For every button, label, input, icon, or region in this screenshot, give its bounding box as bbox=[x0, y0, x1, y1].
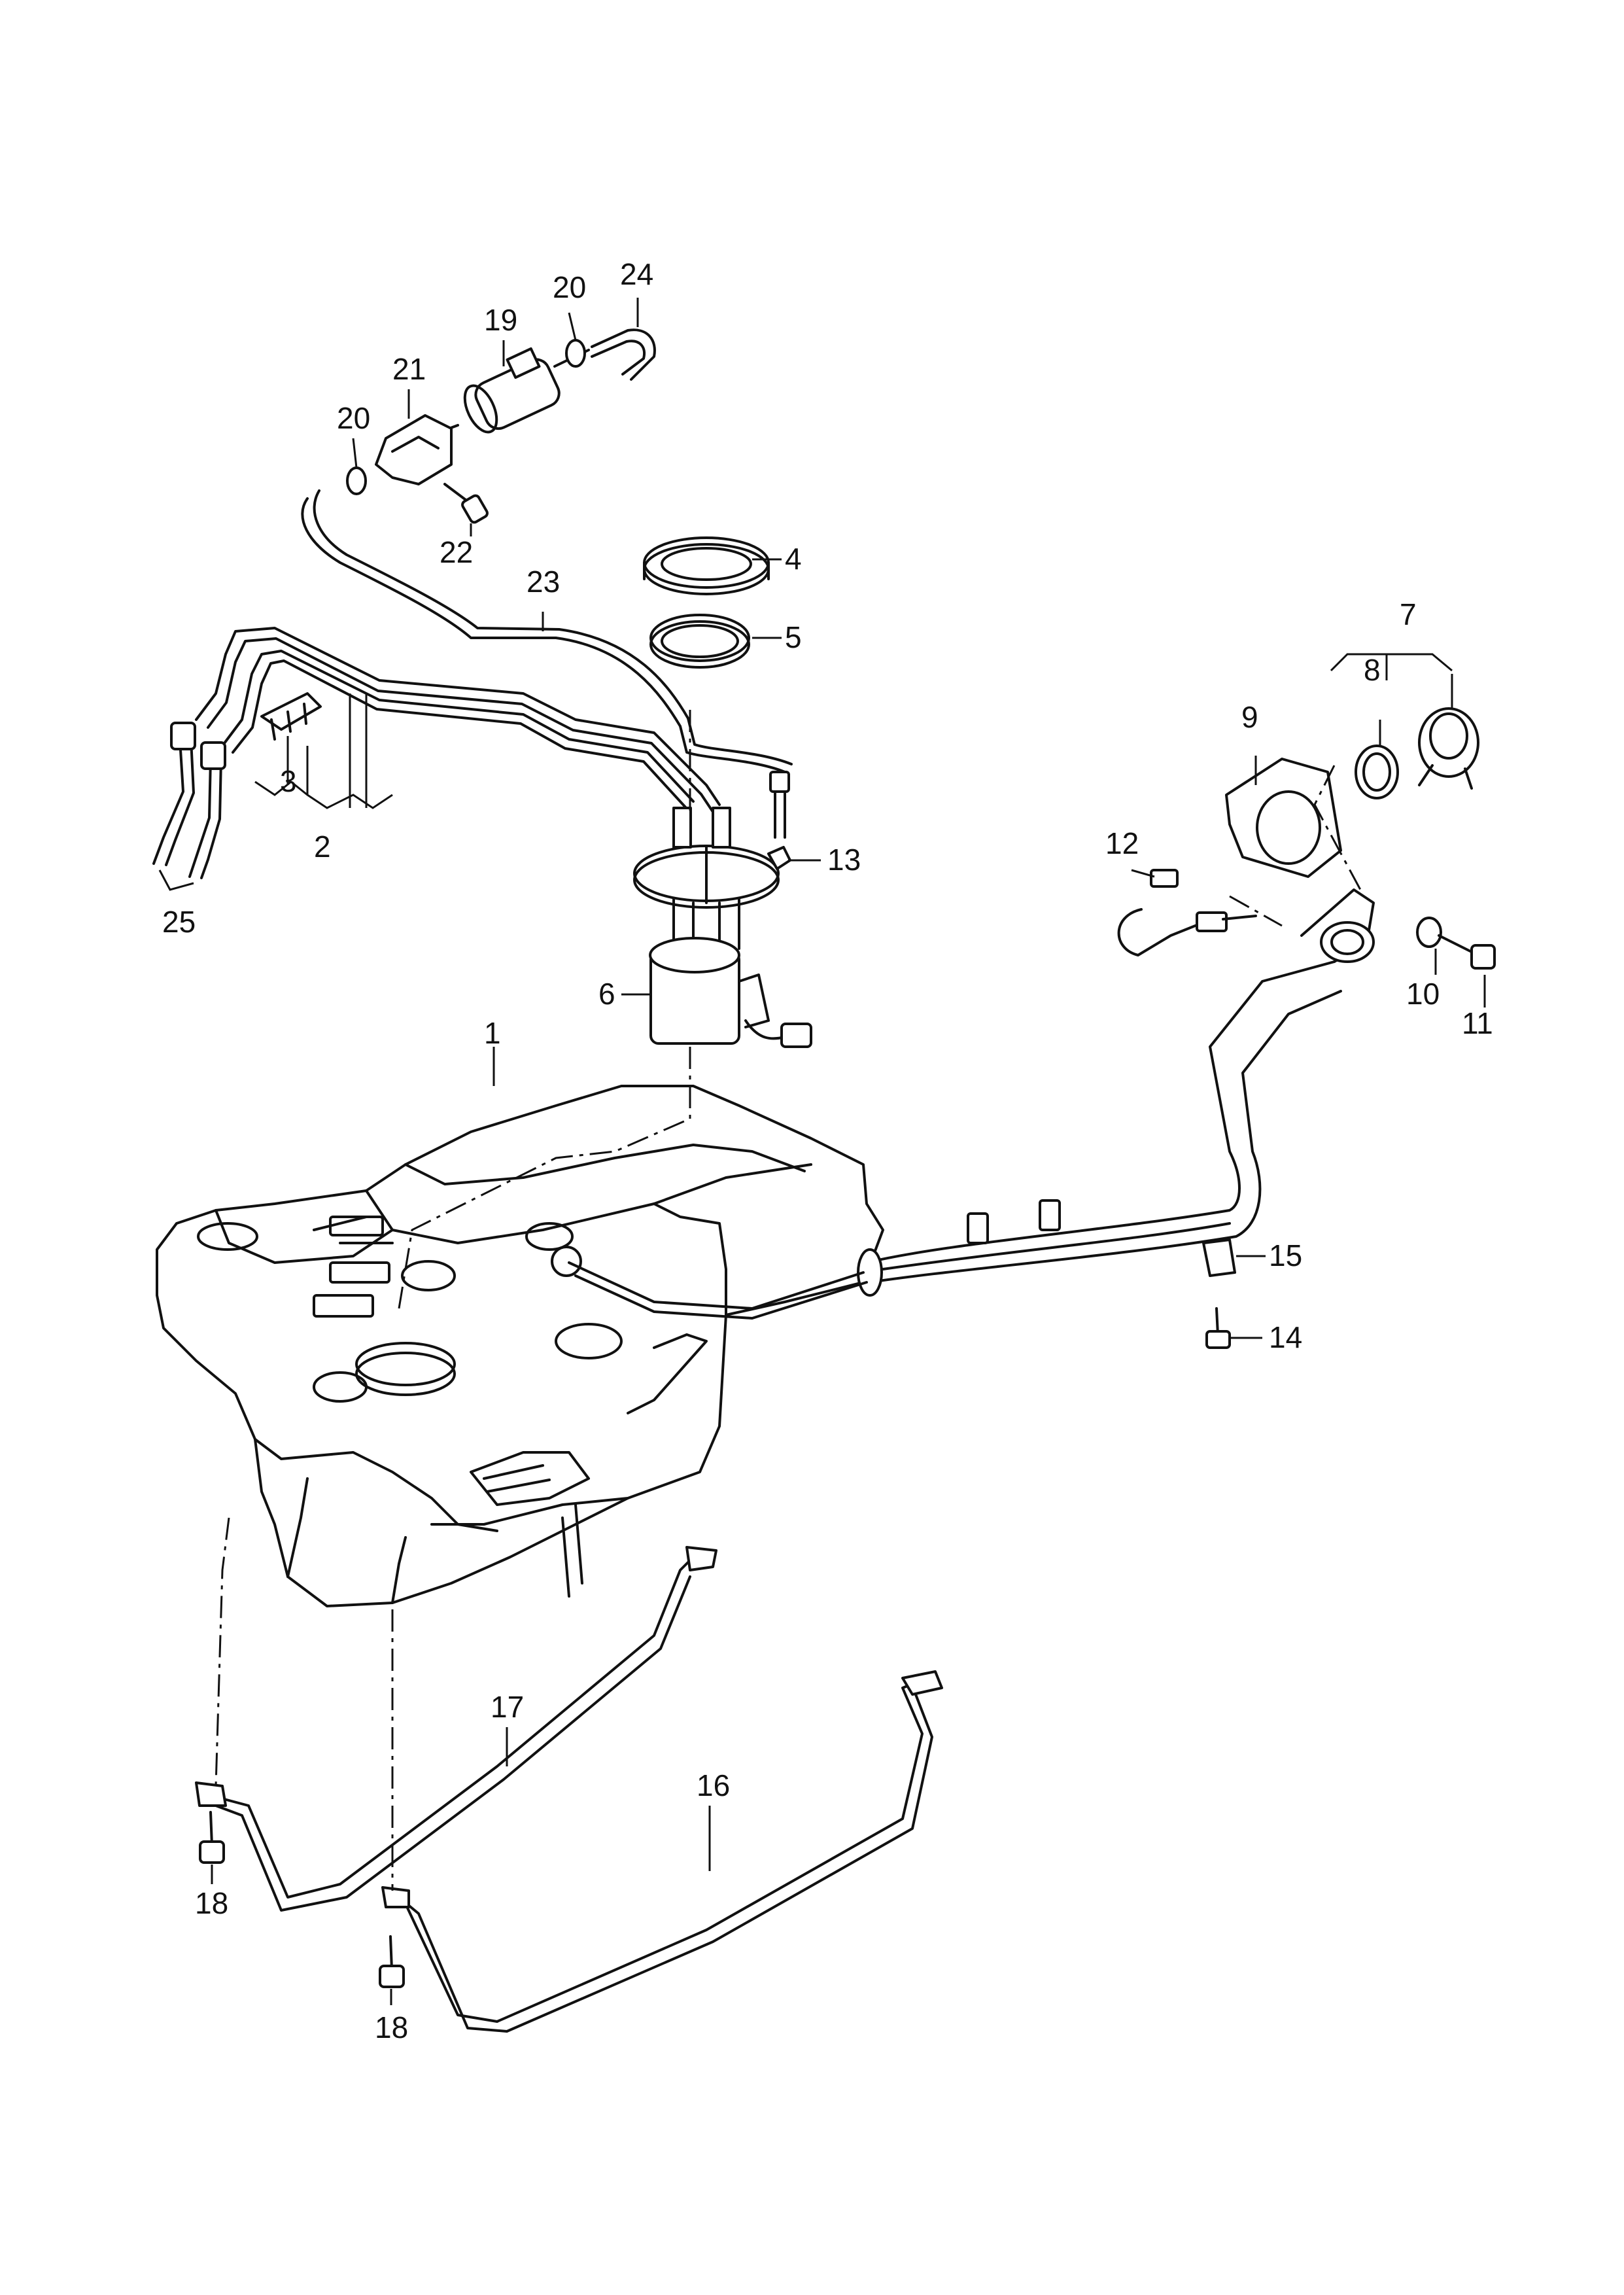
fuel-filter-19 bbox=[430, 347, 590, 436]
callout-7: 7 bbox=[1400, 597, 1417, 631]
connector-13-lines bbox=[769, 771, 790, 839]
fuel-line-2 bbox=[195, 627, 721, 815]
callout-8: 8 bbox=[1364, 653, 1381, 687]
tension-strap-16 bbox=[381, 1670, 943, 2033]
callout-3: 3 bbox=[280, 764, 297, 798]
brace-2-3 bbox=[254, 693, 393, 809]
hose-24 bbox=[591, 328, 656, 381]
seal-5 bbox=[649, 614, 750, 669]
callout-19: 19 bbox=[484, 303, 517, 337]
leader-lines bbox=[211, 298, 1486, 2005]
washer-10 bbox=[1416, 917, 1442, 948]
vent-line bbox=[568, 1261, 868, 1320]
screw-14 bbox=[1205, 1307, 1231, 1349]
callout-11: 11 bbox=[1462, 1006, 1493, 1040]
callout-15: 15 bbox=[1269, 1238, 1302, 1272]
seal-ring-8 bbox=[1355, 745, 1399, 799]
callout-6: 6 bbox=[598, 977, 615, 1011]
assembly-axes bbox=[215, 710, 1362, 1891]
callout-16: 16 bbox=[697, 1768, 730, 1802]
sensor-12 bbox=[1117, 869, 1257, 956]
clip-3 bbox=[260, 692, 322, 741]
filler-housing-9 bbox=[1225, 758, 1342, 878]
callout-5: 5 bbox=[785, 620, 802, 654]
callout-18-a: 18 bbox=[195, 1886, 228, 1920]
fuel-line-23 bbox=[301, 489, 793, 773]
callout-20-a: 20 bbox=[337, 401, 370, 435]
lock-ring-4 bbox=[643, 536, 770, 595]
fuel-pump-flange bbox=[633, 807, 780, 909]
bolt-18-left bbox=[199, 1811, 225, 1864]
expansion-nut-15 bbox=[1202, 1238, 1236, 1277]
callout-22: 22 bbox=[440, 535, 473, 569]
filler-cap-7 bbox=[1418, 707, 1479, 790]
callout-9: 9 bbox=[1241, 700, 1258, 734]
callout-24: 24 bbox=[620, 257, 653, 291]
callout-2: 2 bbox=[314, 830, 331, 864]
callout-20-b: 20 bbox=[553, 270, 586, 304]
fuel-tank-1 bbox=[156, 1085, 884, 1607]
filler-neck bbox=[857, 888, 1375, 1297]
callout-23: 23 bbox=[527, 565, 560, 599]
callout-10: 10 bbox=[1406, 977, 1440, 1011]
bracket-21 bbox=[375, 414, 453, 485]
callout-17: 17 bbox=[491, 1690, 524, 1724]
callout-25: 25 bbox=[162, 905, 196, 939]
clamp-20 bbox=[346, 339, 586, 495]
callout-21: 21 bbox=[392, 352, 426, 386]
callout-14: 14 bbox=[1269, 1320, 1302, 1354]
bolt-22 bbox=[443, 483, 489, 524]
bolt-18-right bbox=[379, 1935, 405, 1988]
tension-strap-17 bbox=[195, 1546, 717, 1912]
fuel-pump-6 bbox=[649, 898, 812, 1048]
callout-4: 4 bbox=[785, 542, 802, 576]
clip-13 bbox=[767, 846, 791, 870]
callout-13: 13 bbox=[827, 843, 861, 877]
bolt-11 bbox=[1438, 934, 1496, 970]
callout-12: 12 bbox=[1105, 826, 1139, 860]
hose-ends-25 bbox=[152, 722, 226, 891]
callout-18-b: 18 bbox=[375, 2010, 408, 2044]
callout-1: 1 bbox=[484, 1016, 501, 1050]
callouts: 1 2 3 4 5 6 7 8 9 10 11 12 13 14 15 16 1… bbox=[162, 257, 1493, 2044]
